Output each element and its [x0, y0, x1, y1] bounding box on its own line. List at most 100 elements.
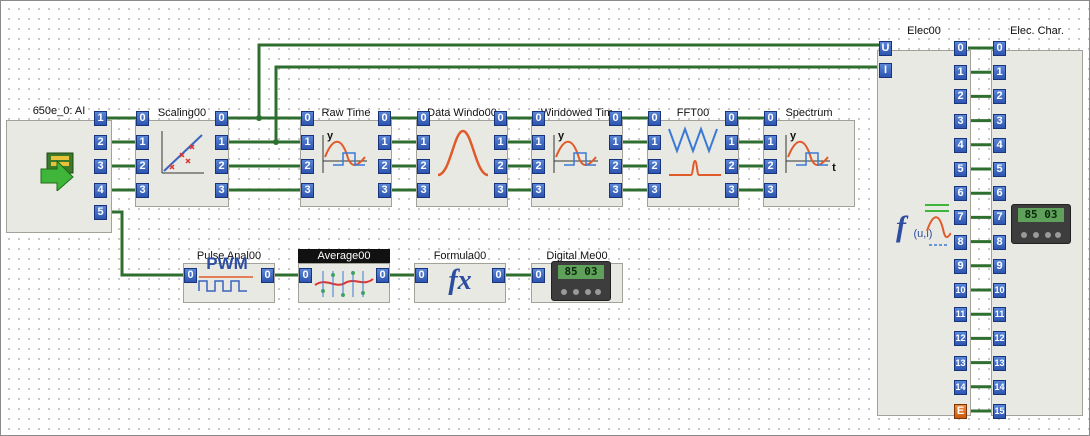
wintime-outputs-port-3[interactable]: 3	[609, 183, 622, 198]
fft-outputs-port-1[interactable]: 1	[725, 135, 738, 150]
ai-outputs-port-3[interactable]: 3	[94, 159, 107, 174]
scaling-outputs-port-0[interactable]: 0	[215, 111, 228, 126]
datawin-block[interactable]	[416, 120, 508, 207]
rawtime-outputs-port-2[interactable]: 2	[378, 159, 391, 174]
spectrum-inputs-port-1[interactable]: 1	[764, 135, 777, 150]
datawin-outputs-port-1[interactable]: 1	[494, 135, 507, 150]
datawin-inputs-port-2[interactable]: 2	[417, 159, 430, 174]
spectrum-inputs-port-0[interactable]: 0	[764, 111, 777, 126]
fft-outputs-port-3[interactable]: 3	[725, 183, 738, 198]
elec-outputs-port-E[interactable]: E	[954, 404, 967, 419]
fft-outputs-port-2[interactable]: 2	[725, 159, 738, 174]
elec-outputs-port-0[interactable]: 0	[954, 41, 967, 56]
fft-outputs-port-0[interactable]: 0	[725, 111, 738, 126]
scaling-outputs-port-3[interactable]: 3	[215, 183, 228, 198]
elecchar-inputs-port-2[interactable]: 2	[993, 89, 1006, 105]
elec-outputs-port-1[interactable]: 1	[954, 65, 967, 81]
scaling-outputs-port-2[interactable]: 2	[215, 159, 228, 174]
elecchar-inputs-port-4[interactable]: 4	[993, 137, 1006, 153]
scaling-outputs-port-1[interactable]: 1	[215, 135, 228, 150]
wintime-outputs-port-0[interactable]: 0	[609, 111, 622, 126]
elec-inputs-port-U[interactable]: U	[879, 41, 892, 56]
formula-block[interactable]	[414, 263, 506, 303]
fft-inputs-port-1[interactable]: 1	[648, 135, 661, 150]
spectrum-block[interactable]	[763, 120, 855, 207]
elec-outputs-port-11[interactable]: 11	[954, 307, 967, 323]
spectrum-inputs-port-3[interactable]: 3	[764, 183, 777, 198]
elecchar-inputs-port-8[interactable]: 8	[993, 234, 1006, 250]
elec-outputs-port-12[interactable]: 12	[954, 331, 967, 347]
average-inputs-port-0[interactable]: 0	[299, 268, 312, 283]
elec-outputs-port-4[interactable]: 4	[954, 137, 967, 153]
elec-block[interactable]	[877, 50, 971, 416]
scaling-inputs-port-3[interactable]: 3	[136, 183, 149, 198]
scaling-inputs-port-0[interactable]: 0	[136, 111, 149, 126]
rawtime-inputs-port-2[interactable]: 2	[301, 159, 314, 174]
datawin-inputs-port-1[interactable]: 1	[417, 135, 430, 150]
wintime-inputs-port-1[interactable]: 1	[532, 135, 545, 150]
datawin-outputs-port-2[interactable]: 2	[494, 159, 507, 174]
formula-inputs-port-0[interactable]: 0	[415, 268, 428, 283]
datawin-outputs-port-3[interactable]: 3	[494, 183, 507, 198]
elec-outputs-port-2[interactable]: 2	[954, 89, 967, 105]
fft-inputs-port-3[interactable]: 3	[648, 183, 661, 198]
wintime-outputs-port-1[interactable]: 1	[609, 135, 622, 150]
ai-outputs-port-5[interactable]: 5	[94, 205, 107, 220]
spectrum-inputs-port-2[interactable]: 2	[764, 159, 777, 174]
pulse-outputs-port-0[interactable]: 0	[261, 268, 274, 283]
elecchar-inputs-port-5[interactable]: 5	[993, 162, 1006, 177]
elecchar-inputs-port-0[interactable]: 0	[993, 41, 1006, 56]
wintime-block[interactable]	[531, 120, 623, 207]
wintime-inputs-port-3[interactable]: 3	[532, 183, 545, 198]
elecchar-inputs-port-9[interactable]: 9	[993, 258, 1006, 274]
elec-outputs-port-13[interactable]: 13	[954, 355, 967, 371]
elecchar-inputs-port-12[interactable]: 12	[993, 331, 1006, 347]
fft-inputs-port-2[interactable]: 2	[648, 159, 661, 174]
wintime-inputs-port-2[interactable]: 2	[532, 159, 545, 174]
elec-outputs-port-7[interactable]: 7	[954, 210, 967, 226]
digital-inputs-port-0[interactable]: 0	[532, 268, 545, 283]
elecchar-inputs-port-7[interactable]: 7	[993, 210, 1006, 226]
elecchar-inputs-port-3[interactable]: 3	[993, 113, 1006, 129]
rawtime-inputs-port-0[interactable]: 0	[301, 111, 314, 126]
elecchar-inputs-port-15[interactable]: 15	[993, 404, 1006, 419]
wintime-inputs-port-0[interactable]: 0	[532, 111, 545, 126]
rawtime-outputs-port-1[interactable]: 1	[378, 135, 391, 150]
average-outputs-port-0[interactable]: 0	[376, 268, 389, 283]
rawtime-block[interactable]	[300, 120, 392, 207]
datawin-inputs-port-3[interactable]: 3	[417, 183, 430, 198]
ai-outputs-port-1[interactable]: 1	[94, 111, 107, 126]
elec-outputs-port-14[interactable]: 14	[954, 379, 967, 395]
ai-outputs-port-2[interactable]: 2	[94, 135, 107, 150]
elecchar-inputs-port-13[interactable]: 13	[993, 355, 1006, 371]
elec-outputs-port-6[interactable]: 6	[954, 186, 967, 202]
wire-i[interactable]	[274, 65, 880, 142]
rawtime-outputs-port-0[interactable]: 0	[378, 111, 391, 126]
elec-outputs-port-5[interactable]: 5	[954, 162, 967, 177]
fft-inputs-port-0[interactable]: 0	[648, 111, 661, 126]
elecchar-inputs-port-10[interactable]: 10	[993, 283, 1006, 298]
elec-outputs-port-8[interactable]: 8	[954, 234, 967, 250]
datawin-outputs-port-0[interactable]: 0	[494, 111, 507, 126]
wintime-outputs-port-2[interactable]: 2	[609, 159, 622, 174]
formula-outputs-port-0[interactable]: 0	[492, 268, 505, 283]
scaling-block[interactable]	[135, 120, 229, 207]
ai-outputs-port-4[interactable]: 4	[94, 183, 107, 198]
elecchar-inputs-port-1[interactable]: 1	[993, 65, 1006, 81]
elecchar-inputs-port-6[interactable]: 6	[993, 186, 1006, 202]
rawtime-inputs-port-3[interactable]: 3	[301, 183, 314, 198]
elec-outputs-port-3[interactable]: 3	[954, 113, 967, 129]
rawtime-outputs-port-3[interactable]: 3	[378, 183, 391, 198]
elec-outputs-port-9[interactable]: 9	[954, 258, 967, 274]
pulse-inputs-port-0[interactable]: 0	[184, 268, 197, 283]
scaling-inputs-port-1[interactable]: 1	[136, 135, 149, 150]
elec-inputs-port-I[interactable]: I	[879, 63, 892, 78]
scaling-inputs-port-2[interactable]: 2	[136, 159, 149, 174]
wire-u[interactable]	[257, 43, 880, 118]
wire-ai5-pulse[interactable]	[107, 210, 184, 277]
datawin-inputs-port-0[interactable]: 0	[417, 111, 430, 126]
elecchar-inputs-port-14[interactable]: 14	[993, 379, 1006, 395]
elec-outputs-port-10[interactable]: 10	[954, 283, 967, 298]
elecchar-inputs-port-11[interactable]: 11	[993, 307, 1006, 323]
